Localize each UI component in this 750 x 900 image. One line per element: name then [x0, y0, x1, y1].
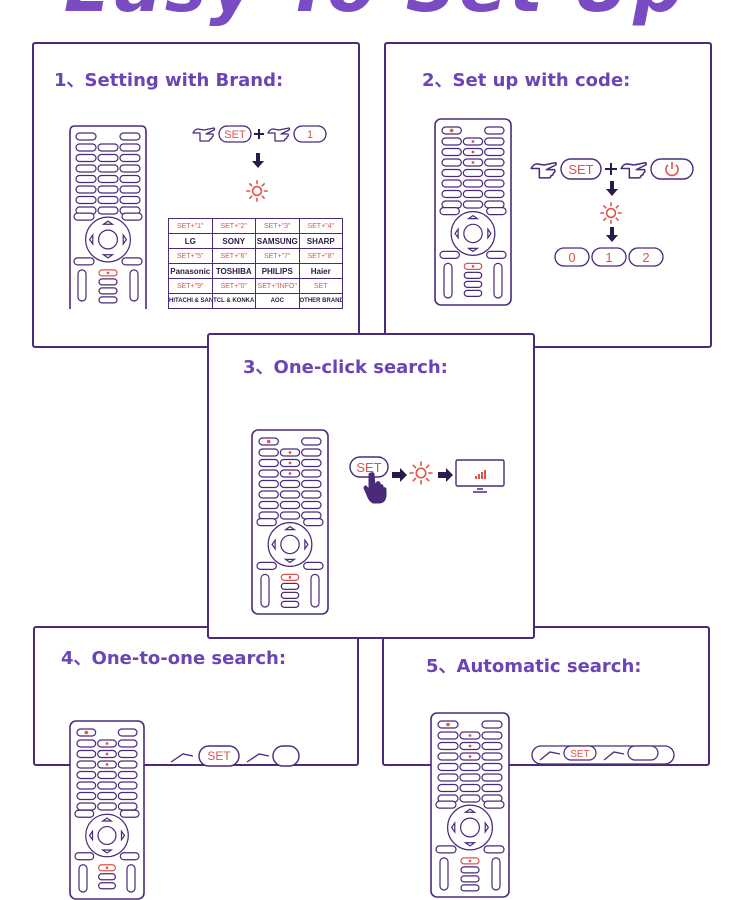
step-1-title: 1、Setting with Brand: [54, 70, 284, 91]
arrow-down-icon [606, 227, 618, 242]
set-button: SET [218, 125, 252, 143]
step-1-card: 1、Setting with Brand: SET 1 SET+"1"SET+"… [32, 42, 360, 348]
key-combo-cell: SET+"0" [211, 278, 256, 294]
brand-name-cell: PHILIPS [255, 263, 300, 279]
brand-name-cell: HITACHI & SANYO [168, 293, 213, 309]
brand-table-row: SET+"1"SET+"2"SET+"3"SET+"4" [168, 218, 343, 234]
brand-name-cell: Panasonic [168, 263, 213, 279]
arrow-down-icon [252, 153, 264, 168]
remote-control-icon [430, 712, 510, 898]
set-button: SET [349, 456, 389, 478]
step-5-title: 5、Automatic search: [426, 656, 642, 677]
led-flash-icon [600, 202, 622, 224]
arrow-right-icon [392, 468, 407, 482]
key-combo-cell: SET [298, 278, 343, 294]
arrow-down-icon [606, 181, 618, 196]
brand-name-cell: OTHER BRAND [298, 293, 343, 309]
pointing-hand-icon [530, 161, 558, 179]
step-2-title: 2、Set up with code: [422, 70, 631, 91]
key-combo-cell: SET+"3" [255, 218, 300, 234]
svg-text:SET: SET [570, 749, 589, 760]
brand-name-cell: Haier [298, 263, 343, 279]
key-combo-cell: SET+"INFO" [255, 278, 300, 294]
svg-text:1: 1 [307, 129, 313, 141]
step-4-card: 4、One-to-one search: SET [33, 626, 359, 900]
plus-icon [254, 129, 264, 139]
code-digits: 0 1 2 [554, 247, 664, 267]
brand-name-cell: LG [168, 233, 213, 249]
svg-text:SET: SET [356, 460, 381, 475]
led-flash-icon [246, 180, 268, 202]
step-4-title: 4、One-to-one search: [61, 648, 287, 669]
led-flash-icon [409, 461, 433, 485]
brand-name-cell: SAMSUNG [255, 233, 300, 249]
plus-icon [605, 163, 617, 175]
key-combo-cell: SET+"7" [255, 248, 300, 264]
brand-name-cell: TCL & KONKA [211, 293, 256, 309]
set-button: SET [531, 745, 675, 765]
key-combo-cell: SET+"2" [211, 218, 256, 234]
svg-text:SET: SET [224, 129, 246, 141]
pointing-hand-icon [620, 161, 648, 179]
set-button: SET [560, 158, 602, 180]
key-combo-cell: SET+"8" [298, 248, 343, 264]
step-2-card: 2、Set up with code: SET 0 1 2 [384, 42, 712, 348]
remote-control-icon [434, 118, 512, 306]
svg-text:SET: SET [207, 749, 231, 763]
power-icon [665, 162, 679, 177]
brand-name-cell: TOSHIBA [211, 263, 256, 279]
svg-text:SET: SET [568, 162, 593, 177]
svg-text:2: 2 [642, 250, 649, 265]
pointing-hand-icon [192, 127, 216, 142]
step-3-title: 3、One-click search: [243, 357, 448, 378]
step-3-card: 3、One-click search: SET [207, 333, 535, 639]
remote-control-icon [251, 429, 329, 615]
brand-name-cell: AOC [255, 293, 300, 309]
brand-name-cell: SHARP [298, 233, 343, 249]
remote-control-icon [69, 125, 147, 309]
press-hand-icon [363, 472, 387, 504]
step-5-card: 5、Automatic search: SET [382, 626, 710, 898]
key-combo-cell: SET+"5" [168, 248, 213, 264]
key-combo-cell: SET+"9" [168, 278, 213, 294]
pointing-hand-icon [267, 127, 291, 142]
brand-name-cell: SONY [211, 233, 256, 249]
number-1-button: 1 [293, 125, 327, 143]
key-combo-cell: SET+"6" [211, 248, 256, 264]
key-combo-cell: SET+"1" [168, 218, 213, 234]
brand-table-row: SET+"5"SET+"6"SET+"7"SET+"8" [168, 248, 343, 264]
brand-table-row: SET+"9"SET+"0"SET+"INFO"SET [168, 278, 343, 294]
banner-title: Easy To Set Up [0, 0, 750, 22]
tv-icon [455, 459, 505, 493]
key-combo-cell: SET+"4" [298, 218, 343, 234]
power-button [650, 158, 694, 180]
svg-text:1: 1 [605, 250, 612, 265]
remote-control-icon [69, 720, 145, 900]
set-button: SET [170, 745, 300, 767]
svg-text:0: 0 [568, 250, 575, 265]
arrow-right-icon [438, 468, 453, 482]
